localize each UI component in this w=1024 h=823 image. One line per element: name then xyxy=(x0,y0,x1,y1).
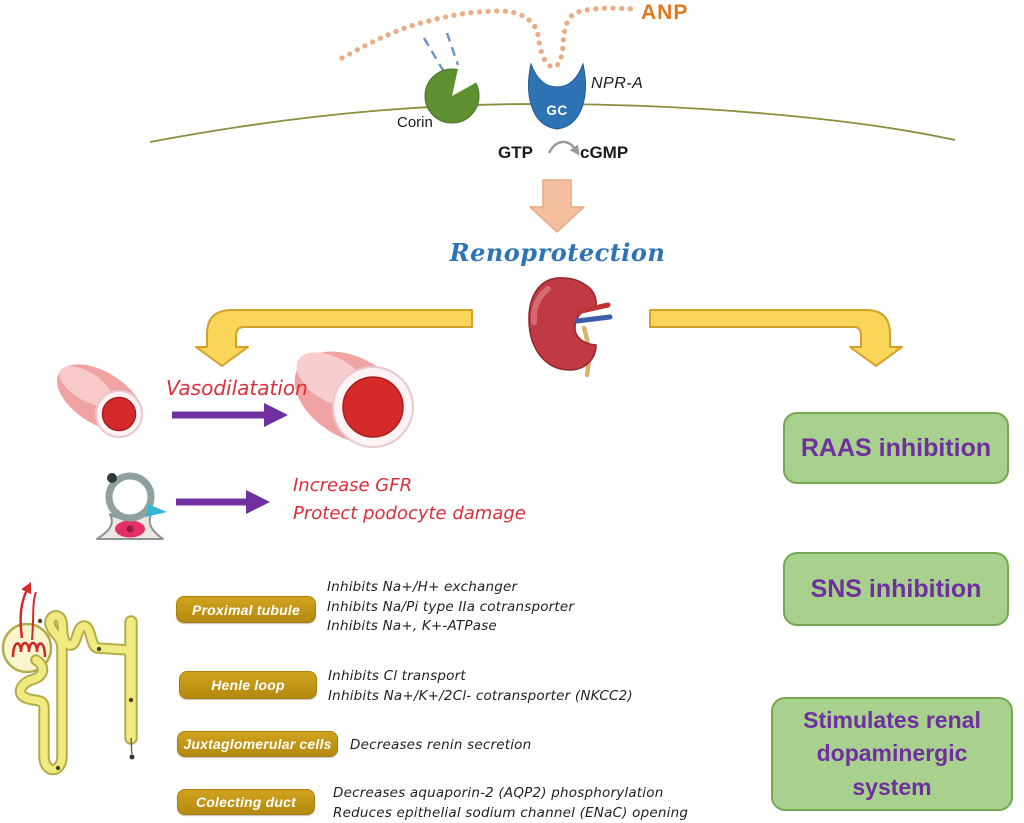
site-badge-colecting-duct: Colecting duct xyxy=(177,789,315,815)
effect-line: Reduces epithelial sodium channel (ENaC)… xyxy=(333,804,689,821)
effect-line: Decreases aquaporin-2 (AQP2) phosphoryla… xyxy=(333,785,664,801)
effect-line: Inhibits Na+/H+ exchanger xyxy=(327,579,518,595)
small-vessel-icon xyxy=(57,364,143,438)
effects-henle-loop: Inhibits Cl transport Inhibits Na+/K+/2C… xyxy=(328,667,633,706)
corin-icon xyxy=(424,59,486,124)
effect-line: Inhibits Na+, K+-ATPase xyxy=(327,618,497,634)
npra-receptor-icon xyxy=(528,62,586,130)
sns-inhibition-box: SNS inhibition xyxy=(783,552,1009,626)
corin-label: Corin xyxy=(397,114,433,131)
kidney-icon xyxy=(528,277,613,378)
gtp-label: GTP xyxy=(498,143,533,162)
site-badge-proximal-tubule: Proximal tubule xyxy=(176,596,316,623)
podocyte-icon xyxy=(96,472,167,540)
dopaminergic-system-box: Stimulates renal dopaminergic system xyxy=(771,697,1013,811)
anp-label: ANP xyxy=(641,1,689,24)
vasodilatation-label: Vasodilatation xyxy=(166,376,308,400)
effect-line: Inhibits Na+/K+/2Cl- cotransporter (NKCC… xyxy=(328,687,633,704)
anp-peptide-chain xyxy=(339,5,637,70)
gc-label: GC xyxy=(546,103,568,118)
npra-label: NPR-A xyxy=(591,75,644,92)
left-branch-arrow xyxy=(195,309,473,367)
cgmp-label: cGMP xyxy=(580,143,629,162)
large-vessel-icon xyxy=(294,351,414,448)
nephron-icon xyxy=(1,581,138,776)
increase-gfr-label: Increase GFR xyxy=(293,475,413,496)
site-badge-juxtaglomerular-cells: Juxtaglomerular cells xyxy=(177,731,338,757)
raas-inhibition-box: RAAS inhibition xyxy=(783,412,1009,484)
effects-juxtaglomerular-cells: Decreases renin secretion xyxy=(350,736,531,756)
gtp-cgmp-arrow xyxy=(547,140,580,156)
down-arrow xyxy=(529,179,585,233)
effect-line: Decreases renin secretion xyxy=(350,737,532,753)
site-badge-henle-loop: Henle loop xyxy=(179,671,317,699)
right-branch-arrow xyxy=(649,309,903,367)
effects-proximal-tubule: Inhibits Na+/H+ exchanger Inhibits Na/Pi… xyxy=(327,578,574,637)
effect-line: Inhibits Na/Pi type IIa cotransporter xyxy=(327,598,575,615)
cleavage-dashes xyxy=(422,32,460,73)
effect-line: Inhibits Cl transport xyxy=(328,668,466,684)
effects-colecting-duct: Decreases aquaporin-2 (AQP2) phosphoryla… xyxy=(333,784,688,823)
renoprotection-label: Renoprotection xyxy=(449,238,666,267)
protect-podocyte-label: Protect podocyte damage xyxy=(293,503,526,524)
